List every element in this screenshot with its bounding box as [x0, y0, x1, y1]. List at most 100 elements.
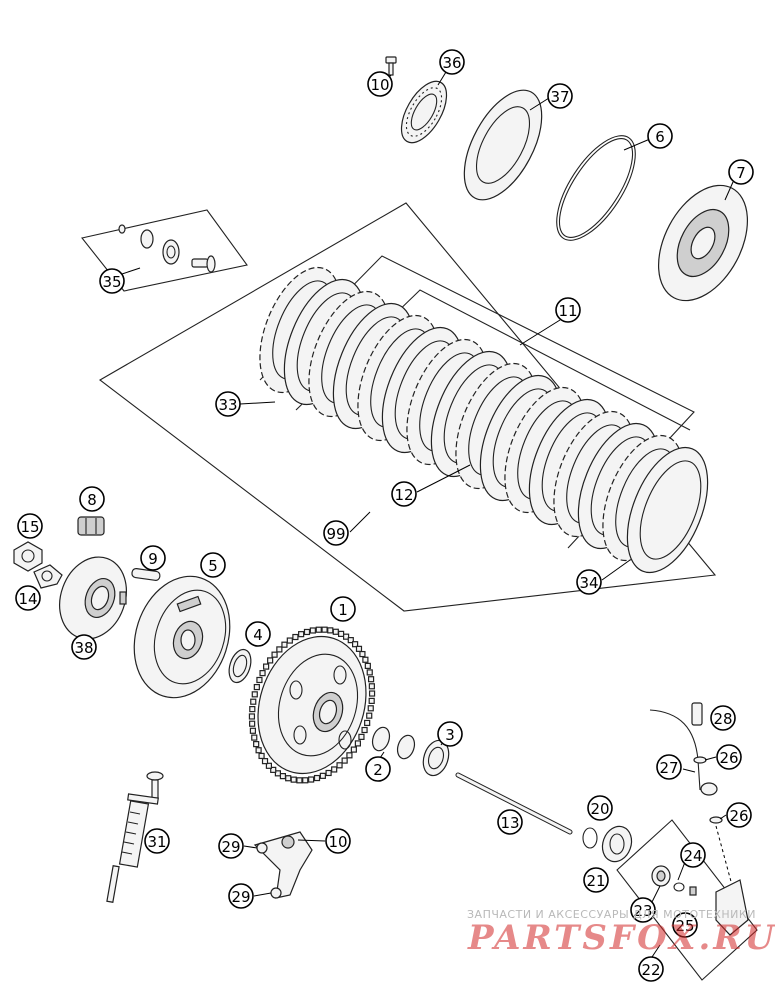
gear-tooth — [286, 637, 293, 644]
callout-label: 5 — [208, 557, 218, 575]
callout-22: 22 — [638, 956, 664, 982]
gear-tooth — [249, 720, 256, 727]
callout-10: 10 — [367, 71, 393, 97]
callout-label: 25 — [675, 917, 694, 935]
gear-tooth — [342, 633, 350, 640]
callout-20: 20 — [587, 795, 613, 821]
callout-label: 35 — [102, 273, 121, 291]
gear-tooth — [255, 747, 262, 754]
callout-label: 37 — [550, 88, 569, 106]
callout-34: 34 — [576, 569, 602, 595]
callout-29: 29 — [228, 883, 254, 909]
rubber-damper-part — [77, 516, 105, 536]
gear-tooth — [249, 706, 256, 713]
callout-label: 38 — [74, 639, 93, 657]
gear-tooth — [368, 697, 375, 704]
callout-label: 4 — [253, 626, 263, 644]
callout-35: 35 — [99, 268, 125, 294]
callout-31: 31 — [144, 828, 170, 854]
gear-tooth — [336, 762, 343, 769]
callout-label: 21 — [586, 872, 605, 890]
callout-12: 12 — [391, 481, 417, 507]
gear-tooth — [313, 774, 321, 782]
gear-tooth — [259, 670, 266, 677]
gear-tooth — [346, 752, 353, 759]
gear-tooth — [296, 777, 303, 784]
callout-36: 36 — [439, 49, 465, 75]
callout-label: 8 — [87, 491, 97, 509]
callout-label: 33 — [218, 396, 237, 414]
watermark-tagline: ЗАПЧАСТИ И АКСЕССУАРЫ ДЛЯ МОТОТЕХНИКИ — [467, 908, 756, 921]
gear-tooth — [249, 727, 257, 734]
callout-label: 26 — [729, 807, 748, 825]
callout-3: 3 — [437, 721, 463, 747]
gear-tooth — [315, 626, 322, 633]
gear-tooth — [270, 766, 277, 773]
gear-tooth — [298, 631, 305, 638]
callout-label: 6 — [655, 128, 665, 146]
gear-tooth — [251, 691, 258, 698]
gear-tooth — [290, 776, 297, 783]
callout-10: 10 — [325, 828, 351, 854]
callout-label: 24 — [683, 847, 702, 865]
callout-label: 22 — [641, 961, 660, 979]
gear-tooth — [364, 719, 371, 727]
callout-33: 33 — [215, 391, 241, 417]
gear-tooth — [347, 637, 354, 644]
callout-label: 13 — [500, 814, 519, 832]
callout-label: 10 — [370, 76, 389, 94]
needle-bearing-part — [371, 726, 416, 760]
gear-tooth — [267, 657, 274, 664]
gear-tooth — [351, 641, 359, 648]
gear-tooth — [303, 628, 311, 636]
gear-tooth — [358, 733, 365, 740]
clutch-basket-part — [133, 575, 231, 699]
callout-label: 11 — [558, 302, 577, 320]
gear-tooth — [362, 656, 369, 663]
primary-gear-part — [248, 626, 376, 784]
callout-label: 7 — [736, 164, 746, 182]
gear-tooth — [302, 777, 309, 784]
callout-label: 20 — [590, 800, 609, 818]
callout-label: 1 — [338, 601, 348, 619]
clutch-pack-panel — [99, 202, 717, 612]
nut-part — [13, 541, 43, 572]
gear-tooth — [258, 752, 265, 760]
gear-tooth — [350, 746, 357, 753]
o-ring-part — [582, 827, 598, 849]
gear-tooth — [355, 645, 363, 652]
gear-tooth — [274, 770, 282, 777]
lock-washer-part — [33, 564, 63, 589]
gear-tooth — [366, 669, 373, 676]
gear-tooth — [281, 641, 288, 648]
pressure-plate-part — [657, 181, 749, 302]
gear-tooth — [325, 769, 332, 777]
gear-tooth — [253, 683, 260, 691]
gear-tooth — [253, 741, 260, 748]
callout-label: 9 — [148, 550, 158, 568]
callout-label: 27 — [659, 759, 678, 777]
callout-label: 99 — [326, 525, 345, 543]
gear-tooth — [367, 705, 374, 712]
callout-label: 15 — [20, 518, 39, 536]
callout-label: 10 — [328, 833, 347, 851]
callout-37: 37 — [547, 83, 573, 109]
thrust-washer-part — [228, 648, 252, 684]
gear-tooth — [250, 698, 257, 705]
gear-tooth — [292, 633, 299, 641]
gear-tooth — [367, 676, 375, 683]
callout-label: 28 — [713, 710, 732, 728]
callout-5: 5 — [200, 552, 226, 578]
gear-tooth — [364, 662, 371, 669]
callout-4: 4 — [245, 621, 271, 647]
callout-label: 31 — [147, 833, 166, 851]
gear-tooth — [285, 775, 292, 782]
gear-tooth — [337, 630, 345, 637]
callout-label: 14 — [18, 590, 37, 608]
callout-6: 6 — [647, 123, 673, 149]
callout-29: 29 — [218, 833, 244, 859]
callout-23: 23 — [630, 897, 656, 923]
callout-9: 9 — [140, 545, 166, 571]
callout-label: 34 — [579, 574, 598, 592]
callout-label: 3 — [445, 726, 455, 744]
